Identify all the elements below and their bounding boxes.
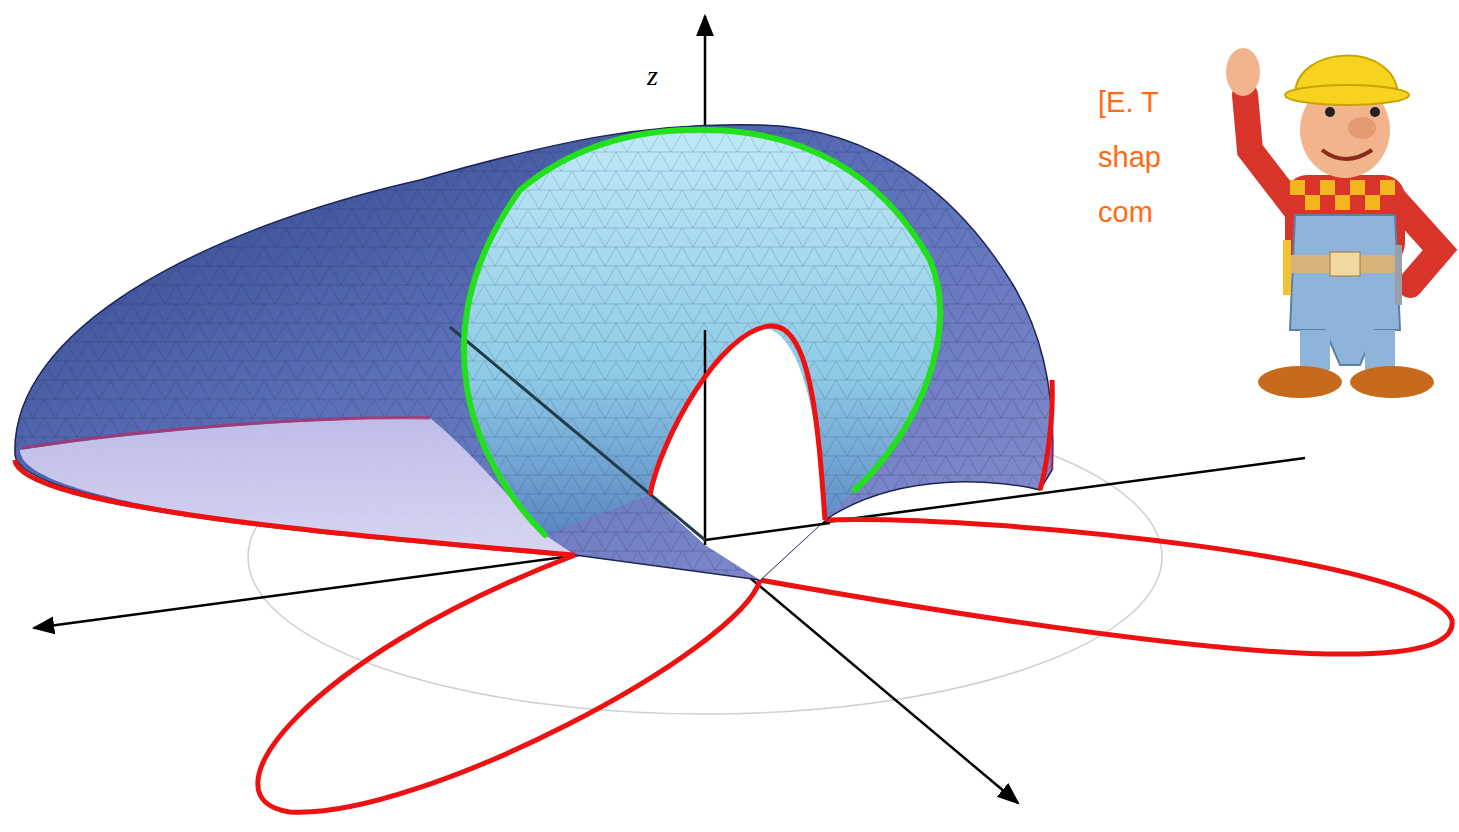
rose-curve-inner (650, 326, 825, 520)
builder-cartoon (1184, 32, 1459, 410)
citation-text: com (1098, 198, 1153, 227)
surface-hole (650, 328, 825, 580)
citation-text: [E. T (1098, 88, 1159, 117)
axis-label: z (647, 62, 658, 90)
meridian-arc (464, 130, 940, 535)
surface-outer (15, 125, 1053, 580)
citation-text: shap (1098, 143, 1161, 172)
